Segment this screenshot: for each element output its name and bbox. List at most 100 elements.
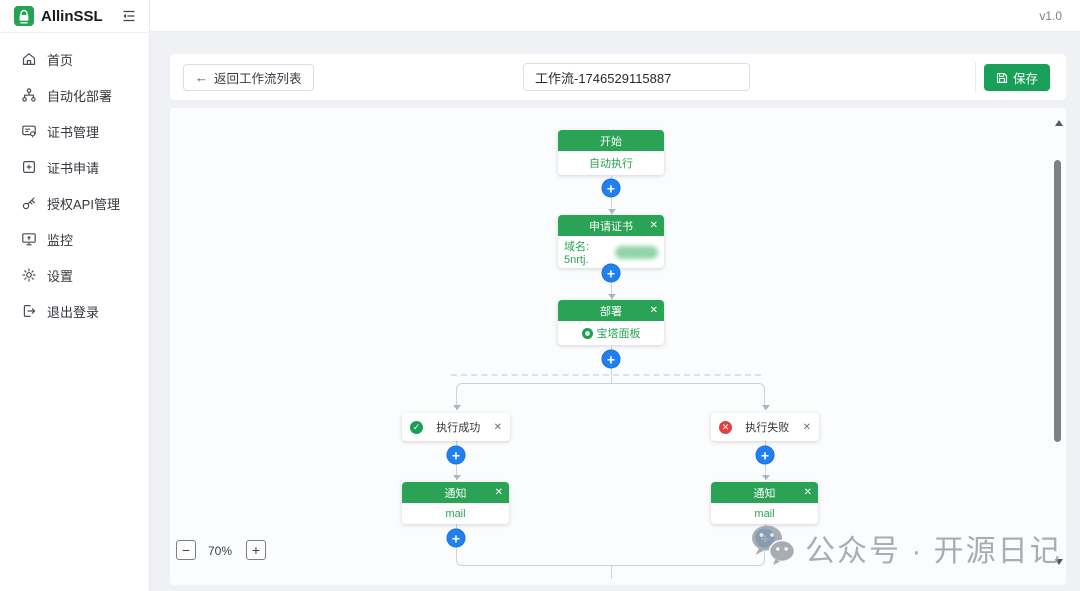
sidebar-item-label: 退出登录 <box>47 304 100 320</box>
sidebar-item-label: 授权API管理 <box>47 196 120 212</box>
arrow-down-icon <box>761 405 770 410</box>
add-node-button[interactable]: + <box>601 178 621 198</box>
watermark-text: 公众号 · 开源日记 <box>805 534 1062 568</box>
canvas-scrollbar[interactable] <box>1051 108 1065 585</box>
zoom-out-button[interactable]: − <box>176 540 196 560</box>
node-deploy[interactable]: 部署 ✕ 宝塔面板 <box>558 300 664 345</box>
arrow-down-icon <box>607 294 616 299</box>
node-apply-cert-header: 申请证书 ✕ <box>558 215 664 236</box>
error-circle-icon: ✕ <box>719 420 732 434</box>
node-title: 部署 <box>600 305 622 318</box>
close-icon[interactable]: ✕ <box>494 487 503 498</box>
node-notify-header: 通知 ✕ <box>711 482 818 503</box>
sidebar-item-auto-deploy[interactable]: 自动化部署 <box>0 77 149 113</box>
baota-panel-icon <box>581 327 593 339</box>
node-body-text: 自动执行 <box>589 158 633 170</box>
arrow-down-icon <box>607 209 616 214</box>
sidebar-item-cert-apply[interactable]: 证书申请 <box>0 149 149 185</box>
save-button-label: 保存 <box>1012 72 1038 86</box>
home-icon <box>21 51 37 67</box>
check-circle-icon: ✓ <box>410 420 423 434</box>
close-icon[interactable]: ✕ <box>649 220 658 231</box>
sidebar-item-cert-manage[interactable]: 证书管理 <box>0 113 149 149</box>
certificate-icon <box>21 123 37 139</box>
close-icon[interactable]: ✕ <box>803 487 812 498</box>
sidebar-item-settings[interactable]: 设置 <box>0 257 149 293</box>
plus-square-icon <box>21 159 37 175</box>
gear-icon <box>21 267 37 283</box>
sidebar-item-label: 证书申请 <box>47 160 100 176</box>
save-icon <box>996 72 1008 84</box>
workflow-canvas[interactable]: + + + + + + + 开始 自动执行 申请证书 ✕ 域名: 5nrtj. <box>170 108 1066 585</box>
arrow-down-icon <box>452 475 461 480</box>
node-title: 申请证书 <box>589 220 633 233</box>
branch-label: 执行成功 <box>436 422 481 434</box>
sidebar-item-label: 设置 <box>47 268 74 284</box>
sidebar-item-monitor[interactable]: 监控 <box>0 221 149 257</box>
close-icon[interactable]: ✕ <box>802 421 811 433</box>
notify-channel: mail <box>754 507 775 520</box>
node-start-header: 开始 <box>558 130 664 151</box>
branch-merge-connector <box>456 545 765 566</box>
monitor-icon <box>21 231 37 247</box>
sidebar-item-logout[interactable]: 退出登录 <box>0 293 149 329</box>
node-notify-body: mail <box>402 503 509 524</box>
logo-row: AllinSSL <box>0 0 149 33</box>
branch-split-connector <box>456 383 765 410</box>
node-notify-fail[interactable]: 通知 ✕ mail <box>711 482 818 524</box>
node-apply-cert-body: 域名: 5nrtj. <box>558 236 664 268</box>
toolbar-divider <box>975 62 976 92</box>
zoom-in-button[interactable]: + <box>246 540 266 560</box>
add-node-button[interactable]: + <box>601 263 621 283</box>
node-notify-success[interactable]: 通知 ✕ mail <box>402 482 509 524</box>
node-title: 通知 <box>753 487 776 500</box>
sidebar-nav: 首页 自动化部署 证书管理 证书申请 授权API管理 监控 <box>0 33 149 329</box>
node-branch-success[interactable]: ✓ 执行成功 ✕ <box>402 413 510 441</box>
sidebar: AllinSSL 首页 自动化部署 证书管理 证书申请 <box>0 0 150 591</box>
redacted-domain <box>615 245 658 259</box>
add-node-button[interactable]: + <box>601 349 621 369</box>
back-arrow-icon: ← <box>195 70 208 85</box>
node-apply-cert[interactable]: 申请证书 ✕ 域名: 5nrtj. <box>558 215 664 268</box>
sidebar-item-label: 监控 <box>47 232 74 248</box>
node-start[interactable]: 开始 自动执行 <box>558 130 664 175</box>
provider-label: 宝塔面板 <box>596 328 641 340</box>
version-label: v1.0 <box>1039 9 1062 23</box>
node-deploy-header: 部署 ✕ <box>558 300 664 321</box>
allinssl-logo-icon <box>14 6 34 26</box>
add-node-button[interactable]: + <box>446 445 466 465</box>
key-icon <box>21 195 37 211</box>
logout-icon <box>21 303 37 319</box>
save-button[interactable]: 保存 <box>983 64 1050 91</box>
watermark: 公众号 · 开源日记 <box>749 523 1062 572</box>
node-notify-header: 通知 ✕ <box>402 482 509 503</box>
editor-toolbar: ← 返回工作流列表 保存 <box>170 54 1066 100</box>
scroll-down-icon[interactable] <box>1055 559 1063 565</box>
add-node-button[interactable]: + <box>446 528 466 548</box>
add-node-button[interactable]: + <box>755 528 775 548</box>
add-node-button[interactable]: + <box>755 445 775 465</box>
arrow-down-icon <box>761 475 770 480</box>
close-icon[interactable]: ✕ <box>493 421 502 433</box>
scroll-up-icon[interactable] <box>1055 120 1063 126</box>
zoom-level-label: 70% <box>208 544 233 558</box>
top-header: v1.0 <box>150 0 1080 32</box>
node-branch-fail[interactable]: ✕ 执行失败 ✕ <box>711 413 819 441</box>
connector-line <box>611 566 612 579</box>
node-start-body: 自动执行 <box>558 151 664 175</box>
sidebar-item-home[interactable]: 首页 <box>0 41 149 77</box>
workflow-name-input[interactable] <box>523 63 750 91</box>
branch-label: 执行失败 <box>745 422 790 434</box>
sidebar-item-api-manage[interactable]: 授权API管理 <box>0 185 149 221</box>
sidebar-collapse-icon[interactable] <box>121 8 137 24</box>
node-title: 开始 <box>600 135 622 148</box>
notify-channel: mail <box>445 507 466 520</box>
app-title: AllinSSL <box>41 7 103 25</box>
scrollbar-thumb[interactable] <box>1054 160 1061 442</box>
close-icon[interactable]: ✕ <box>649 305 658 316</box>
arrow-down-icon <box>452 405 461 410</box>
back-to-workflow-list-button[interactable]: ← 返回工作流列表 <box>183 64 314 91</box>
workflow-icon <box>21 87 37 103</box>
domain-label: 域名: 5nrtj. <box>564 241 590 266</box>
